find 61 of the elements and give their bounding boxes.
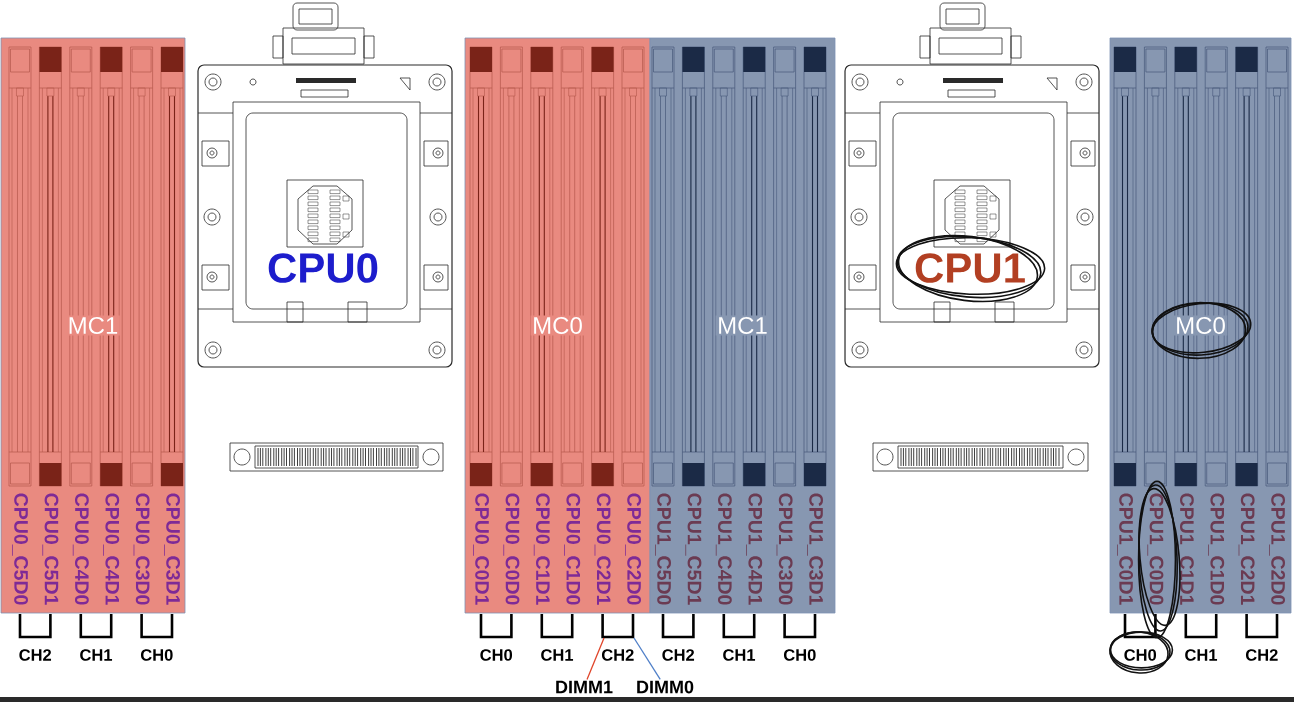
node-label: CPU0_C2D0	[625, 493, 641, 605]
channel-label: CH1	[723, 649, 756, 661]
cpu-socket: CPU1	[844, 2, 1100, 368]
dimm-slot: CPU0_C0D1	[469, 46, 493, 605]
dimm-slot: CPU0_C5D1	[39, 46, 62, 605]
channel-label: CH2	[1246, 649, 1278, 661]
node-label: CPU0_C5D1	[42, 493, 59, 605]
leader-line	[586, 637, 605, 681]
node-label: CPU1_C1D0	[1208, 493, 1225, 605]
leader-line	[633, 637, 661, 681]
node-label: CPU1_C5D0	[655, 493, 671, 605]
node-label: CPU1_C1D1	[1177, 493, 1194, 605]
cpu-socket: CPU0	[197, 2, 453, 368]
node-label: CPU0_C4D1	[103, 493, 120, 605]
channel-label: CH2	[602, 649, 634, 661]
dimm-slot: CPU0_C0D0	[500, 46, 523, 605]
channel-label: CH2	[662, 649, 695, 661]
dimm-slot: CPU0_C5D0	[8, 46, 32, 605]
memory-bank: CPU0_C5D0 CPU0_C5D1 CPU0_C4D0 CPU0_C4D1 CPU0_C3D0 CPU0_C3D1 MC1	[0, 37, 186, 614]
dimm-slot: CPU0_C3D0	[130, 46, 153, 605]
node-label: CPU1_C5D1	[685, 493, 702, 605]
node-label: CPU0_C5D0	[12, 493, 28, 605]
channel-label: CH1	[541, 649, 574, 661]
dimm-slot: CPU1_C3D0	[773, 46, 796, 605]
channel-label: CH0	[140, 649, 173, 661]
dimm-slot: CPU0_C2D0	[621, 46, 645, 605]
node-label: CPU1_C2D1	[1238, 493, 1255, 605]
node-label: CPU1_C2D0	[1269, 493, 1286, 605]
node-label: CPU1_C3D1	[807, 493, 823, 605]
node-label: CPU1_C3D0	[776, 493, 793, 605]
node-label: CPU0_C1D1	[533, 493, 550, 605]
dimm-slot: CPU0_C3D1	[160, 46, 184, 605]
dimm-slot: CPU1_C5D1	[682, 46, 705, 605]
dimm-slot: CPU0_C2D1	[591, 46, 614, 605]
memory-bank: CPU0_C0D1 CPU0_C0D0 CPU0_C1D1 CPU0_C1D0 CPU0_C2D1 CPU0_C2D0 MC0	[464, 37, 651, 614]
dimm-slot: CPU1_C0D1	[1113, 46, 1137, 605]
node-label: CPU0_C3D1	[164, 493, 180, 605]
node-label: CPU0_C4D0	[72, 493, 89, 605]
node-label: CPU1_C0D0	[1147, 493, 1164, 605]
channel-label: CH0	[1124, 649, 1157, 661]
dimm-slot: CPU1_C2D1	[1235, 46, 1258, 605]
dimm-slot: CPU1_C2D0	[1265, 46, 1289, 605]
node-label: CPU0_C1D0	[564, 493, 581, 605]
channel-label: CH1	[1185, 649, 1218, 661]
node-label: CPU0_C0D0	[503, 493, 520, 605]
memory-bank: CPU1_C0D1 CPU1_C0D0 CPU1_C1D1 CPU1_C1D0 CPU1_C2D1 CPU1_C2D0 MC0	[1109, 37, 1292, 614]
node-label: CPU0_C0D1	[473, 493, 489, 605]
node-label: CPU0_C2D1	[594, 493, 611, 605]
dimm-label: DIMM1	[556, 680, 613, 694]
node-label: CPU1_C0D1	[1117, 493, 1134, 605]
channel-label: CH1	[80, 649, 113, 661]
channel-label: CH0	[480, 649, 513, 661]
dimm-label: DIMM0	[637, 680, 694, 694]
dimm-slot: CPU1_C3D1	[803, 46, 827, 605]
node-label: CPU0_C3D0	[133, 493, 150, 605]
node-label: CPU1_C4D0	[715, 493, 732, 605]
channel-label: CH2	[19, 649, 52, 661]
node-label: CPU1_C4D1	[746, 493, 763, 605]
dimm-slot: CPU1_C5D0	[651, 46, 675, 605]
dimm-slot: CPU1_C0D0	[1144, 46, 1167, 605]
channel-label: CH0	[784, 649, 816, 661]
